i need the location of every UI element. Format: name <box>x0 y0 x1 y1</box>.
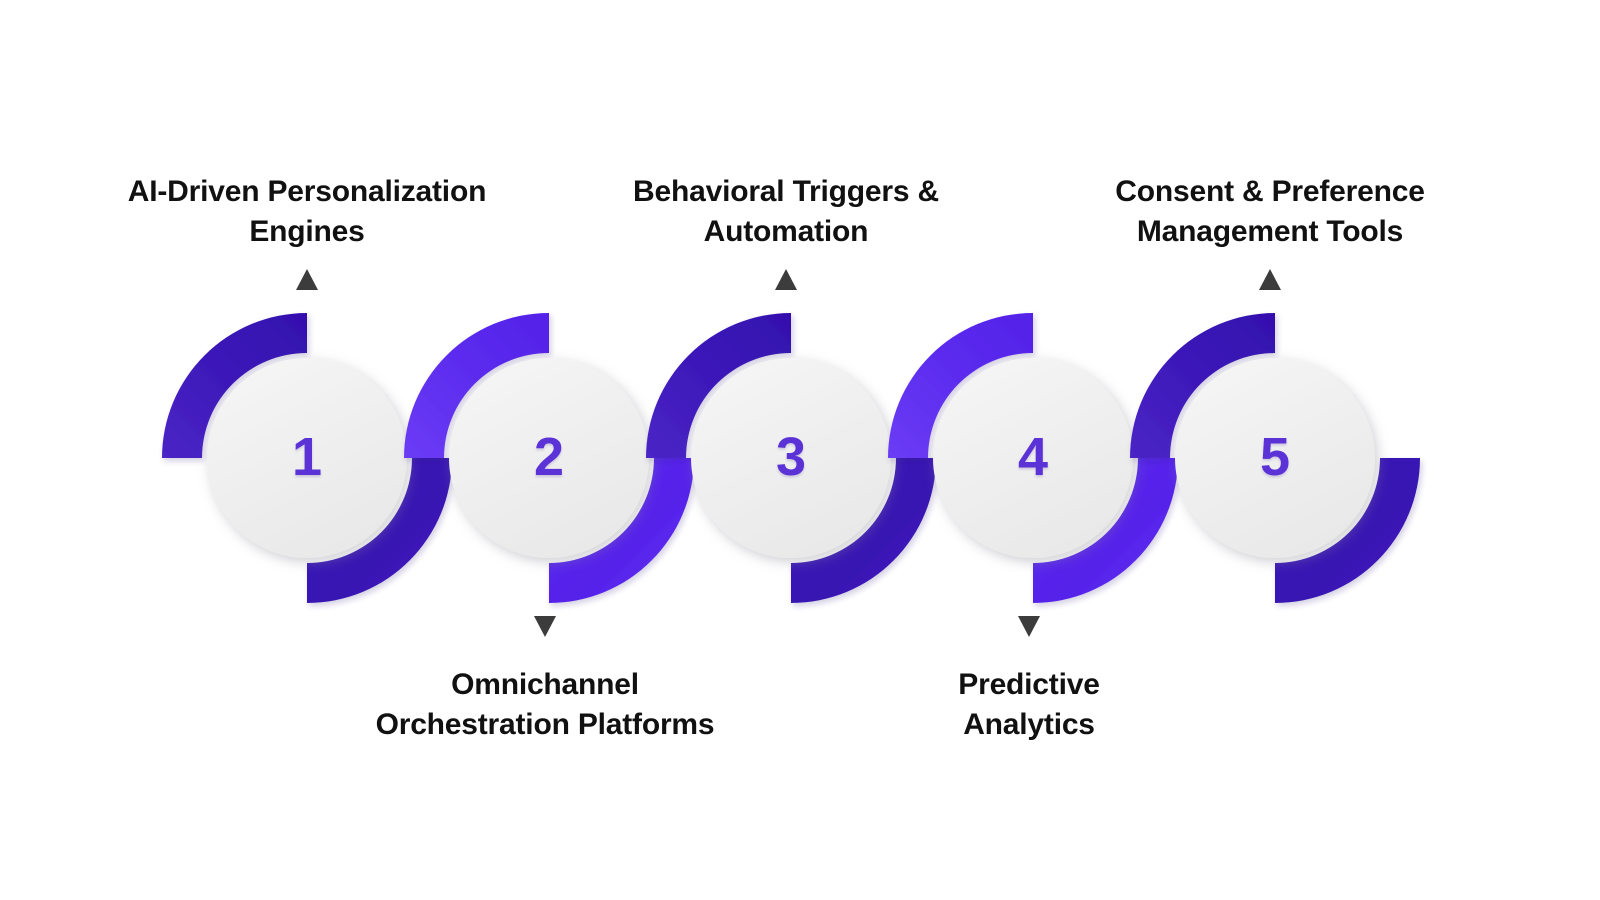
step-disc-4 <box>933 358 1133 558</box>
step-arc-top-left-4 <box>888 313 1033 458</box>
step-group-4[interactable] <box>888 313 1178 603</box>
step-label-2: Omnichannel Orchestration Platforms <box>375 668 715 741</box>
down-triangle-icon-2 <box>534 616 556 637</box>
step-arc-bottom-right-3 <box>791 458 936 603</box>
step-arc-bottom-right-5 <box>1275 458 1420 603</box>
step-disc-2 <box>449 358 649 558</box>
down-triangle-icon-4 <box>1018 616 1040 637</box>
step-arc-bottom-right-4 <box>1033 458 1178 603</box>
step-label-4: Predictive Analytics <box>958 668 1100 741</box>
step-disc-1 <box>207 358 407 558</box>
step-number-1: 1 <box>291 427 323 487</box>
step-label-1: AI-Driven Personalization Engines <box>127 175 487 248</box>
step-group-3[interactable] <box>646 313 936 603</box>
step-group-5[interactable] <box>1130 313 1420 603</box>
up-triangle-icon-3 <box>775 269 797 290</box>
step-number-2: 2 <box>533 427 565 487</box>
step-number-4: 4 <box>1017 427 1049 487</box>
step-arc-top-left-2 <box>404 313 549 458</box>
step-disc-5 <box>1175 358 1375 558</box>
step-arc-top-left-1 <box>162 313 307 458</box>
up-triangle-icon-1 <box>296 269 318 290</box>
step-arc-top-left-3 <box>646 313 791 458</box>
step-label-3: Behavioral Triggers & Automation <box>633 175 939 248</box>
step-disc-3 <box>691 358 891 558</box>
up-triangle-icon-5 <box>1259 269 1281 290</box>
step-label-5: Consent & Preference Management Tools <box>1115 175 1425 248</box>
step-arc-bottom-right-2 <box>549 458 694 603</box>
step-arc-top-left-5 <box>1130 313 1275 458</box>
step-group-2[interactable] <box>404 313 694 603</box>
step-arc-bottom-right-1 <box>307 458 452 603</box>
step-group-1[interactable] <box>162 313 452 603</box>
step-number-3: 3 <box>775 427 807 487</box>
step-number-5: 5 <box>1259 427 1291 487</box>
